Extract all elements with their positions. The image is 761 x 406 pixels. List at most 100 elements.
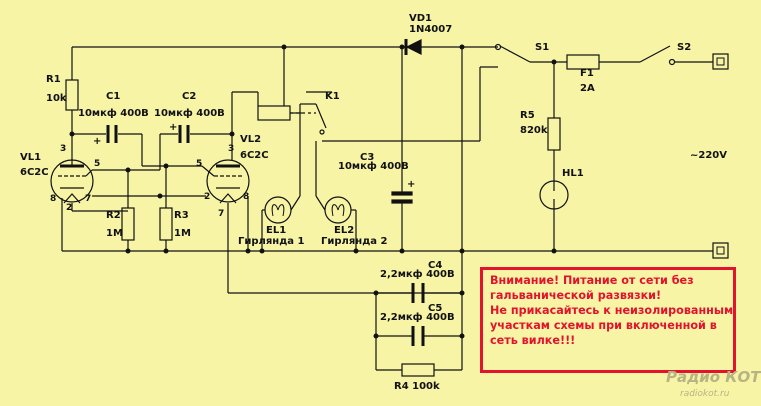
junction-dot — [353, 248, 359, 254]
junction-dot — [459, 248, 465, 254]
terminal-top — [712, 53, 729, 70]
resistor-r4 — [401, 363, 435, 377]
junction-dot — [259, 248, 265, 254]
label-vl2: VL2 — [240, 134, 262, 145]
junction-dot — [399, 248, 405, 254]
label-r2-value: 1M — [106, 228, 123, 239]
pin-vl1-7: 7 — [85, 194, 92, 204]
label-r2: R2 — [106, 210, 121, 221]
resistor-r3 — [159, 207, 173, 241]
junction-dot — [245, 248, 251, 254]
label-k1: K1 — [325, 91, 340, 102]
terminal-bottom-inner — [716, 246, 725, 255]
junction-dot — [157, 193, 163, 199]
tube-vl1 — [50, 159, 94, 203]
terminal-top-inner — [716, 57, 725, 66]
switch-s1-pivot — [494, 43, 502, 51]
tube-vl2-heater — [219, 193, 237, 204]
tube-vl1-heater — [63, 193, 81, 204]
label-vl1: VL1 — [20, 152, 42, 163]
label-r3: R3 — [174, 210, 189, 221]
resistor-r5 — [547, 117, 561, 151]
label-vl1-type: 6С2С — [20, 167, 49, 178]
junction-dot — [399, 44, 405, 50]
relay-k1-pivot — [319, 129, 325, 135]
relay-k1-coil — [257, 105, 291, 121]
terminal-bottom — [712, 242, 729, 259]
junction-dot — [459, 44, 465, 50]
junction-dot — [69, 131, 75, 137]
switch-s1-blade — [499, 45, 531, 63]
wire-el2-left — [315, 195, 326, 211]
junction-dot — [551, 59, 557, 65]
label-c1-plus: + — [93, 136, 102, 147]
label-c5-value: 2,2мкф 400В — [380, 312, 455, 323]
label-hl1: HL1 — [562, 168, 584, 179]
label-c2: C2 — [182, 91, 197, 102]
pin-vl2-3: 3 — [228, 144, 235, 154]
pin-vl1-5: 5 — [94, 159, 101, 169]
cap-c3-plate-b — [391, 199, 413, 204]
label-c3: C3 — [360, 152, 375, 163]
warning-line: гальванической развязки! — [490, 289, 662, 302]
junction-dot — [229, 131, 235, 137]
pin-vl2-2: 2 — [204, 192, 211, 202]
label-c1: C1 — [106, 91, 121, 102]
fuse-f1 — [566, 54, 600, 70]
warning-line: сеть вилке!!! — [490, 334, 576, 347]
label-s1: S1 — [535, 42, 550, 53]
label-r1-value: 10k — [46, 93, 67, 104]
tube-vl2-grid-lead — [201, 165, 215, 177]
tube-vl2 — [206, 159, 250, 203]
switch-s2-blade — [639, 45, 671, 63]
label-s2: S2 — [677, 42, 692, 53]
label-el1: EL1 — [266, 225, 287, 236]
junction-dot — [373, 290, 379, 296]
pin-vl2-8: 8 — [243, 192, 250, 202]
label-r4: R4 100k — [394, 381, 440, 392]
resistor-r2 — [121, 207, 135, 241]
cap-c3-plate-a — [391, 191, 413, 196]
warning-line: Внимание! Питание от сети без — [490, 274, 694, 287]
label-r1: R1 — [46, 74, 61, 85]
pin-vl1-2: 2 — [66, 203, 73, 213]
label-c3-value: 10мкф 400В — [338, 161, 409, 172]
lamp-el1-filament — [271, 204, 285, 217]
label-c2-plus: + — [169, 122, 178, 133]
label-vd1: VD1 — [409, 13, 432, 24]
junction-dot — [125, 248, 131, 254]
junction-dot — [551, 248, 557, 254]
label-el2: EL2 — [334, 225, 355, 236]
label-c2-value: 10мкф 400В — [154, 108, 225, 119]
warning-box: Внимание! Питание от сети без гальваниче… — [480, 267, 736, 373]
relay-k1-blade — [315, 103, 327, 129]
pin-vl1-8: 8 — [50, 194, 57, 204]
label-el2-name: Гирлянда 2 — [321, 236, 388, 247]
label-c4-value: 2,2мкф 400В — [380, 269, 455, 280]
wire-el1-right — [290, 195, 301, 211]
label-c4: C4 — [428, 260, 443, 271]
watermark-logo: Радио КОТ — [666, 368, 761, 386]
warning-line: Не прикасайтесь к неизолированным — [490, 304, 734, 317]
resistor-r1 — [65, 79, 79, 111]
watermark-site: radiokot.ru — [680, 389, 730, 399]
label-vd1-type: 1N4007 — [409, 24, 453, 35]
lamp-el2-filament — [331, 204, 345, 217]
label-voltage: ~220V — [690, 150, 727, 161]
diode-vd1 — [405, 39, 422, 55]
warning-line: участкам схемы при включенной в — [490, 319, 717, 332]
pin-vl1-3: 3 — [60, 144, 67, 154]
pin-vl2-5: 5 — [196, 159, 203, 169]
label-f1: F1 — [580, 68, 594, 79]
junction-dot — [281, 44, 287, 50]
label-el1-name: Гирлянда 1 — [238, 236, 305, 247]
label-c1-value: 10мкф 400В — [78, 108, 149, 119]
pin-vl2-7: 7 — [218, 209, 225, 219]
junction-dot — [163, 163, 169, 169]
junction-dot — [373, 333, 379, 339]
label-r5-value: 820k — [520, 125, 548, 136]
tube-vl1-grid-lead — [85, 169, 93, 177]
junction-dot — [125, 167, 131, 173]
junction-dot — [459, 333, 465, 339]
